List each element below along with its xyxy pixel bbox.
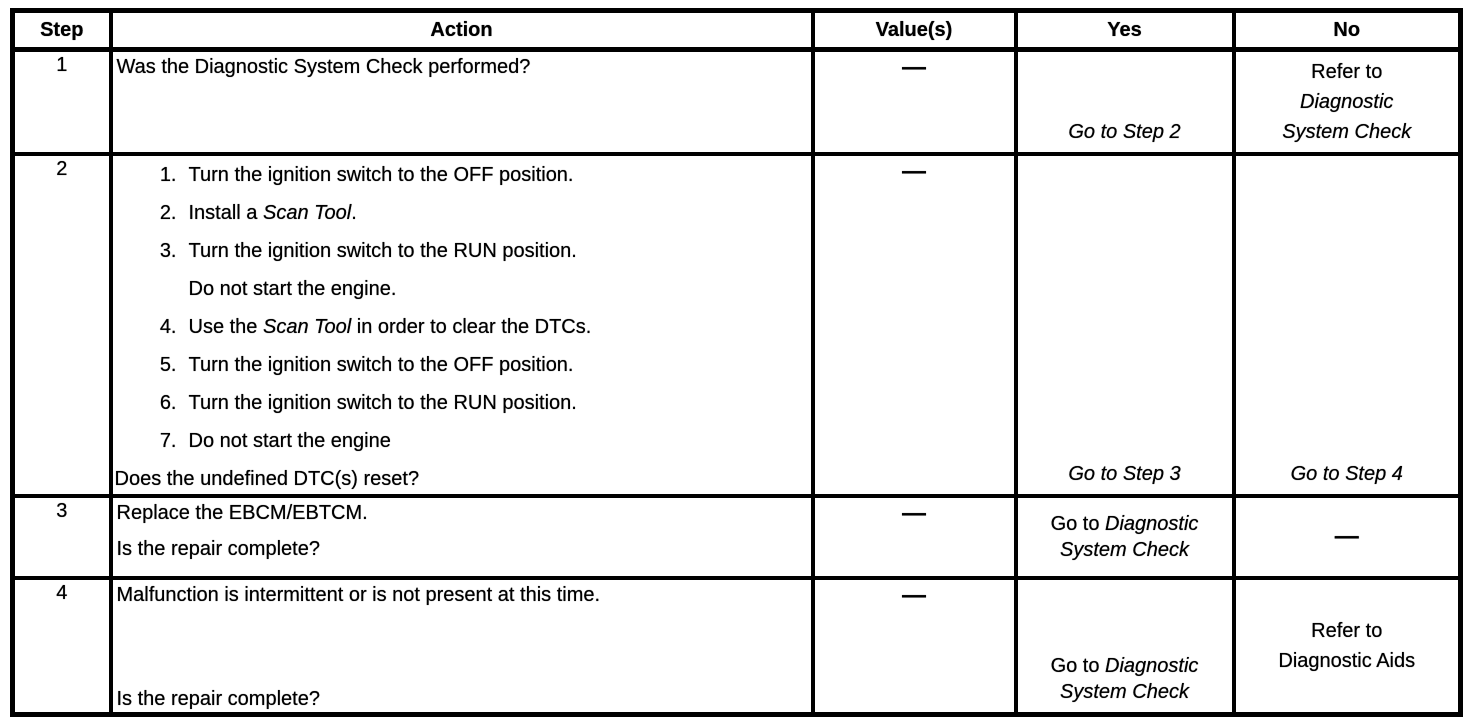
table-header: Step Action Value(s) Yes No [10, 8, 1463, 52]
value-cell: — [810, 576, 1018, 717]
action-cell: 1. Turn the ignition switch to the OFF p… [108, 152, 815, 498]
list-item: 1. Turn the ignition switch to the OFF p… [159, 164, 574, 186]
yes-cell: Go to Diagnostic System Check [1013, 494, 1236, 580]
list-item: 6. Turn the ignition switch to the RUN p… [159, 392, 577, 414]
no-cell: Go to Step 4 [1231, 152, 1463, 498]
action-cell: Malfunction is intermittent or is not pr… [108, 576, 815, 717]
action-steps-list: 1. Turn the ignition switch to the OFF p… [113, 156, 811, 460]
action-cell: Was the Diagnostic System Check performe… [108, 47, 815, 156]
action-question: Is the repair complete? [116, 688, 320, 710]
action-statement: Malfunction is intermittent or is not pr… [116, 584, 601, 606]
no-text-line: Refer to [1311, 61, 1383, 83]
action-question: Was the Diagnostic System Check performe… [116, 56, 531, 78]
yes-cell: Go to Step 2 [1013, 47, 1236, 156]
no-text-line: Diagnostic [1300, 91, 1394, 113]
list-item: 2. Install a Scan Tool. [159, 202, 357, 224]
list-item: 4. Use the Scan Tool in order to clear t… [159, 316, 592, 338]
header-no: No [1231, 8, 1463, 52]
yes-text: Go to Diagnostic System Check [1050, 655, 1199, 703]
em-dash: — [902, 158, 926, 185]
header-step: Step [10, 8, 113, 52]
table-row-step-3: 3 Replace the EBCM/EBTCM. Is the repair … [10, 494, 1463, 580]
no-text: Go to Step 4 [1290, 463, 1403, 485]
value-cell: — [810, 47, 1018, 156]
no-text-line: Refer to [1311, 620, 1383, 642]
no-cell: — [1231, 494, 1463, 580]
header-yes: Yes [1013, 8, 1236, 52]
no-text-line: Diagnostic Aids [1278, 650, 1416, 672]
action-cell: Replace the EBCM/EBTCM. Is the repair co… [108, 494, 815, 580]
list-item: 3. Turn the ignition switch to the RUN p… [159, 240, 577, 262]
diagnostic-table: Step Action Value(s) Yes No 1 Was the Di… [10, 8, 1463, 717]
header-action: Action [108, 8, 815, 52]
step-number: 1 [10, 47, 113, 156]
table-row-step-2: 2 1. Turn the ignition switch to the OFF… [10, 152, 1463, 498]
list-item: 7. Do not start the engine [159, 430, 391, 452]
no-text-line: System Check [1282, 121, 1412, 143]
table-row-step-4: 4 Malfunction is intermittent or is not … [10, 576, 1463, 717]
yes-text: Go to Step 3 [1068, 463, 1181, 485]
action-statement: Replace the EBCM/EBTCM. [116, 502, 368, 524]
no-cell: Refer to Diagnostic Aids [1231, 576, 1463, 717]
yes-cell: Go to Diagnostic System Check [1013, 576, 1236, 717]
em-dash: — [1334, 523, 1359, 551]
action-question: Does the undefined DTC(s) reset? [114, 468, 420, 490]
yes-text: Go to Step 2 [1068, 121, 1181, 143]
step-number: 4 [10, 576, 113, 717]
em-dash: — [902, 582, 926, 609]
value-cell: — [810, 494, 1018, 580]
table-row-step-1: 1 Was the Diagnostic System Check perfor… [10, 47, 1463, 156]
list-item-continuation: Do not start the engine. [188, 278, 397, 300]
em-dash: — [902, 500, 926, 527]
action-question: Is the repair complete? [116, 538, 320, 560]
yes-text: Go to Diagnostic System Check [1050, 513, 1199, 561]
step-number: 3 [10, 494, 113, 580]
em-dash: — [902, 54, 926, 81]
step-number: 2 [10, 152, 113, 498]
no-cell: Refer to Diagnostic System Check [1231, 47, 1463, 156]
header-values: Value(s) [810, 8, 1018, 52]
yes-cell: Go to Step 3 [1013, 152, 1236, 498]
value-cell: — [810, 152, 1018, 498]
list-item: 5. Turn the ignition switch to the OFF p… [159, 354, 574, 376]
